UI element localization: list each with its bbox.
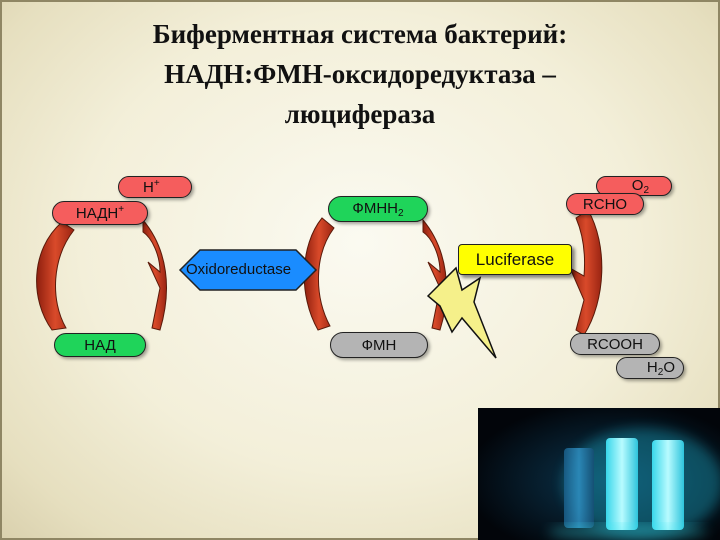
tube-bright-2 (652, 440, 684, 530)
rcooh-pill: RCOOH (570, 333, 660, 355)
h-plus-label: Н+ (143, 178, 160, 196)
oxidoreductase-shape (178, 249, 318, 291)
tube-dim (564, 448, 594, 528)
nadh-pill: НАДН+ (52, 201, 148, 225)
curved-arrow-icon (36, 221, 75, 331)
curved-arrow-icon (568, 209, 603, 336)
o2-label: O2 (631, 176, 649, 196)
tubes-illustration (478, 408, 720, 540)
nad-label: НАД (84, 336, 116, 354)
title-line-3: люцифераза (284, 99, 436, 129)
h-plus-pill: Н+ (118, 176, 192, 198)
oxidoreductase-label: Oxidoreductase (186, 261, 292, 278)
luciferase-label: Luciferase (475, 249, 555, 269)
fmnh2-label: ФМНН2 (352, 199, 404, 219)
fmnh2-pill: ФМНН2 (328, 196, 428, 222)
lightning-icon (426, 266, 497, 359)
tube-bright-1 (606, 438, 638, 530)
fmn-label: ФМН (361, 336, 397, 354)
glowing-tubes-photo (478, 408, 720, 540)
rcooh-label: RCOOH (587, 335, 643, 353)
curved-arrow-icon (303, 217, 335, 331)
rcho-pill: RCHO (566, 193, 644, 215)
title-line-2: НАДН:ФМН-оксидоредуктаза – (164, 59, 556, 89)
h2o-label: H2O (646, 358, 675, 378)
rcho-label: RCHO (582, 195, 628, 213)
slide-title: Биферментная система бактерий: НАДН:ФМН-… (40, 14, 680, 134)
title-line-1: Биферментная система бактерий: (152, 19, 568, 49)
luciferase-box: Luciferase (458, 244, 572, 275)
nadh-label: НАДН+ (75, 204, 125, 222)
h2o-pill: H2O (616, 357, 684, 379)
fmn-pill: ФМН (330, 332, 428, 358)
nad-pill: НАД (54, 333, 146, 357)
curved-arrow-icon (142, 218, 167, 331)
